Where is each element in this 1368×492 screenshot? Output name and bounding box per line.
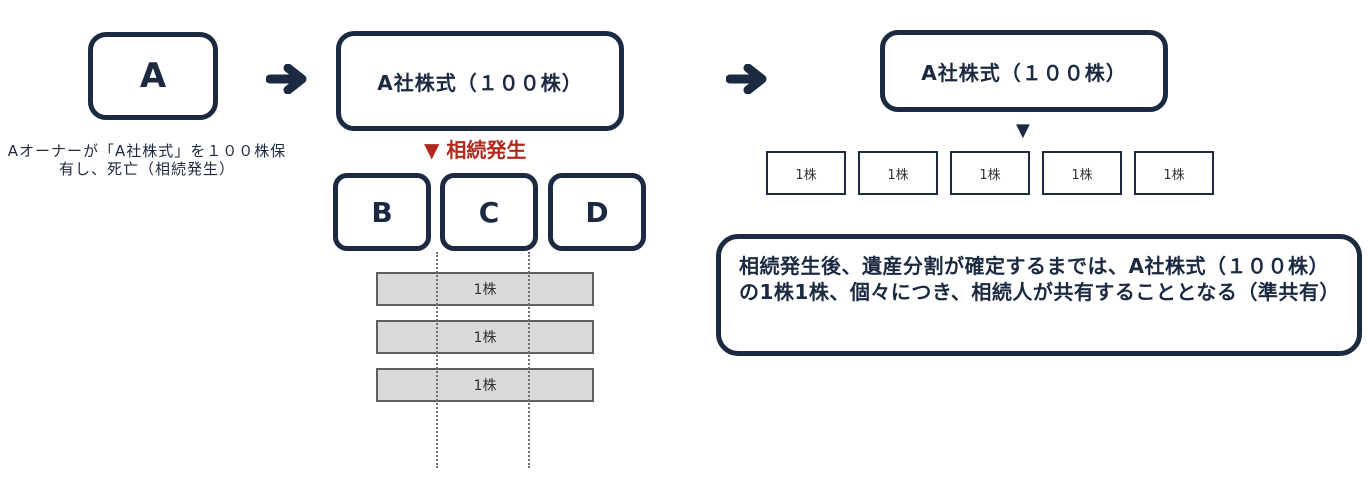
co-ownership-note: 相続発生後、遺産分割が確定するまでは、A社株式（１００株）の1株1株、個々につき…: [716, 234, 1362, 356]
inheritance-event-label: ▼ 相続発生: [424, 138, 527, 162]
single-share-box: 1株: [858, 151, 938, 195]
heir-c-box: C: [440, 173, 538, 251]
share-label: 1株: [979, 167, 1001, 183]
shared-share-row: 1株: [376, 368, 594, 402]
heir-b-box: B: [333, 173, 431, 251]
divider-dotted-line: [436, 252, 438, 468]
heir-d-label: D: [585, 195, 609, 229]
right-arrow-icon: [266, 64, 307, 94]
single-share-box: 1株: [1134, 151, 1214, 195]
owner-caption: Aオーナーが「A社株式」を１００株保有し、死亡（相続発生）: [7, 142, 287, 178]
heir-c-label: C: [478, 195, 500, 229]
share-label: 1株: [1163, 167, 1185, 183]
a-company-shares-title-after: A社株式（１００株）: [921, 60, 1127, 85]
a-company-shares-box-after: A社株式（１００株）: [880, 30, 1168, 112]
a-company-shares-title: A社株式（１００株）: [377, 70, 583, 95]
share-label: 1株: [887, 167, 909, 183]
owner-a-box: A: [88, 32, 218, 120]
co-ownership-note-text: 相続発生後、遺産分割が確定するまでは、A社株式（１００株）の1株1株、個々につき…: [739, 254, 1340, 304]
down-triangle-icon: ▼: [1016, 120, 1030, 141]
owner-a-label: A: [139, 56, 167, 96]
shared-share-row: 1株: [376, 272, 594, 306]
single-share-box: 1株: [1042, 151, 1122, 195]
shared-share-row: 1株: [376, 320, 594, 354]
share-label: 1株: [473, 378, 497, 394]
share-label: 1株: [473, 282, 497, 298]
share-label: 1株: [795, 167, 817, 183]
divider-dotted-line: [528, 252, 530, 468]
a-company-shares-box: A社株式（１００株）: [336, 31, 624, 131]
heir-b-label: B: [371, 195, 393, 229]
single-share-box: 1株: [766, 151, 846, 195]
right-arrow-icon: [726, 64, 767, 94]
single-share-box: 1株: [950, 151, 1030, 195]
heir-d-box: D: [548, 173, 646, 251]
share-label: 1株: [1071, 167, 1093, 183]
share-label: 1株: [473, 330, 497, 346]
